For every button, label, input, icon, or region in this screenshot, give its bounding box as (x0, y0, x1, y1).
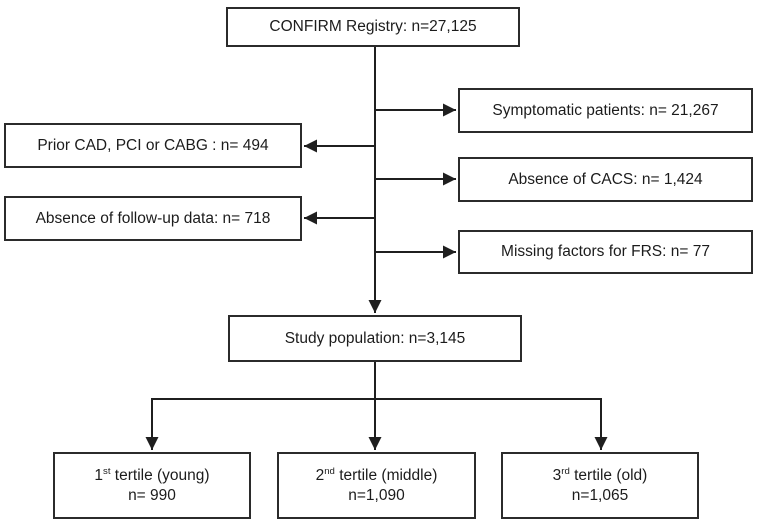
tertile-1-ordinal: 1 (94, 467, 104, 485)
tertile-2-ordinal: 2 (315, 467, 325, 485)
tertile-3-ordinal: 3 (552, 467, 562, 485)
absence-of-cacs-label: Absence of CACS: n= 1,424 (508, 170, 703, 188)
confirm-registry-label: CONFIRM Registry: n=27,125 (269, 18, 477, 36)
box-absence-of-cacs: Absence of CACS: n= 1,424 (458, 157, 753, 202)
tertile-1-label-rest: tertile (young) (110, 467, 210, 485)
box-study-population: Study population: n=3,145 (228, 315, 522, 362)
box-symptomatic-patients: Symptomatic patients: n= 21,267 (458, 88, 753, 133)
tertile-3-title: 3rd tertile (old) (553, 466, 648, 485)
box-confirm-registry: CONFIRM Registry: n=27,125 (226, 7, 520, 47)
tertile-3-count: n=1,065 (571, 486, 629, 504)
box-tertile-3-old: 3rd tertile (old) n=1,065 (501, 452, 699, 519)
tertile-3-label-rest: tertile (old) (569, 467, 648, 485)
tertile-2-ordinal-suffix: nd (324, 465, 335, 477)
tertile-1-title: 1st tertile (young) (94, 466, 209, 485)
box-tertile-1-young: 1st tertile (young) n= 990 (53, 452, 251, 519)
prior-cad-label: Prior CAD, PCI or CABG : n= 494 (37, 136, 269, 154)
tertile-2-label-rest: tertile (middle) (334, 467, 438, 485)
tertile-3-ordinal-suffix: rd (561, 465, 570, 477)
missing-frs-factors-label: Missing factors for FRS: n= 77 (501, 243, 710, 261)
tertile-1-text: 1st tertile (young) n= 990 (94, 466, 209, 505)
box-tertile-2-middle: 2nd tertile (middle) n=1,090 (277, 452, 476, 519)
absence-followup-label: Absence of follow-up data: n= 718 (35, 209, 271, 227)
box-missing-frs-factors: Missing factors for FRS: n= 77 (458, 230, 753, 274)
box-prior-cad: Prior CAD, PCI or CABG : n= 494 (4, 123, 302, 168)
symptomatic-patients-label: Symptomatic patients: n= 21,267 (492, 101, 719, 119)
tertile-2-text: 2nd tertile (middle) n=1,090 (316, 466, 438, 505)
study-population-label: Study population: n=3,145 (284, 329, 466, 347)
box-absence-followup: Absence of follow-up data: n= 718 (4, 196, 302, 241)
tertile-1-ordinal-suffix: st (103, 465, 111, 477)
tertile-1-count: n= 990 (128, 486, 176, 504)
tertile-2-title: 2nd tertile (middle) (316, 466, 438, 485)
tertile-3-text: 3rd tertile (old) n=1,065 (553, 466, 648, 505)
tertile-2-count: n=1,090 (348, 486, 405, 504)
